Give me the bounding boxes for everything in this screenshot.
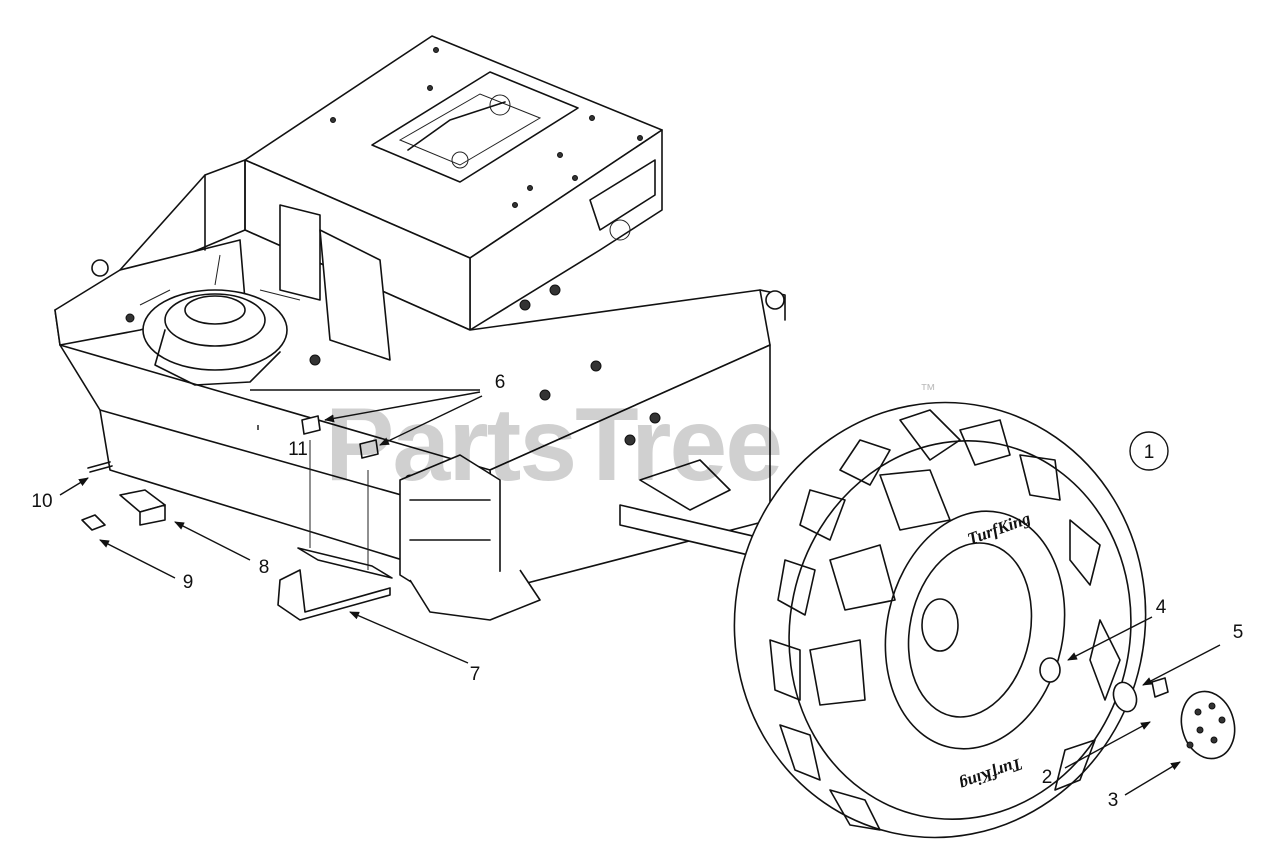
- callout-10[interactable]: 10: [31, 491, 52, 512]
- leader-lines: [59, 389, 1221, 796]
- watermark: PartsTree: [325, 387, 781, 503]
- chassis-housing: [54, 35, 786, 621]
- callout-1-circle: [1129, 431, 1169, 471]
- hardware-parts-8-9-10: [81, 461, 166, 531]
- callout-9[interactable]: 9: [183, 572, 194, 593]
- callout-7[interactable]: 7: [470, 664, 481, 685]
- callout-1[interactable]: 1: [1144, 442, 1155, 463]
- callout-2[interactable]: 2: [1042, 767, 1053, 788]
- wheel-assembly: TurfKing TurfKing: [733, 401, 1147, 839]
- callout-6[interactable]: 6: [495, 372, 506, 393]
- callout-4[interactable]: 4: [1156, 597, 1167, 618]
- bolts-part-6: [301, 415, 379, 459]
- hub-hardware: [1112, 677, 1236, 760]
- callout-11[interactable]: 11: [288, 439, 308, 460]
- watermark-trademark: ™: [920, 382, 936, 399]
- callout-3[interactable]: 3: [1108, 790, 1119, 811]
- callout-5[interactable]: 5: [1233, 622, 1244, 643]
- callouts: 1 2 3 4 5 6 7 8 9 10 11: [31, 372, 1243, 811]
- bracket-part-7: [277, 440, 393, 621]
- callout-8[interactable]: 8: [259, 557, 270, 578]
